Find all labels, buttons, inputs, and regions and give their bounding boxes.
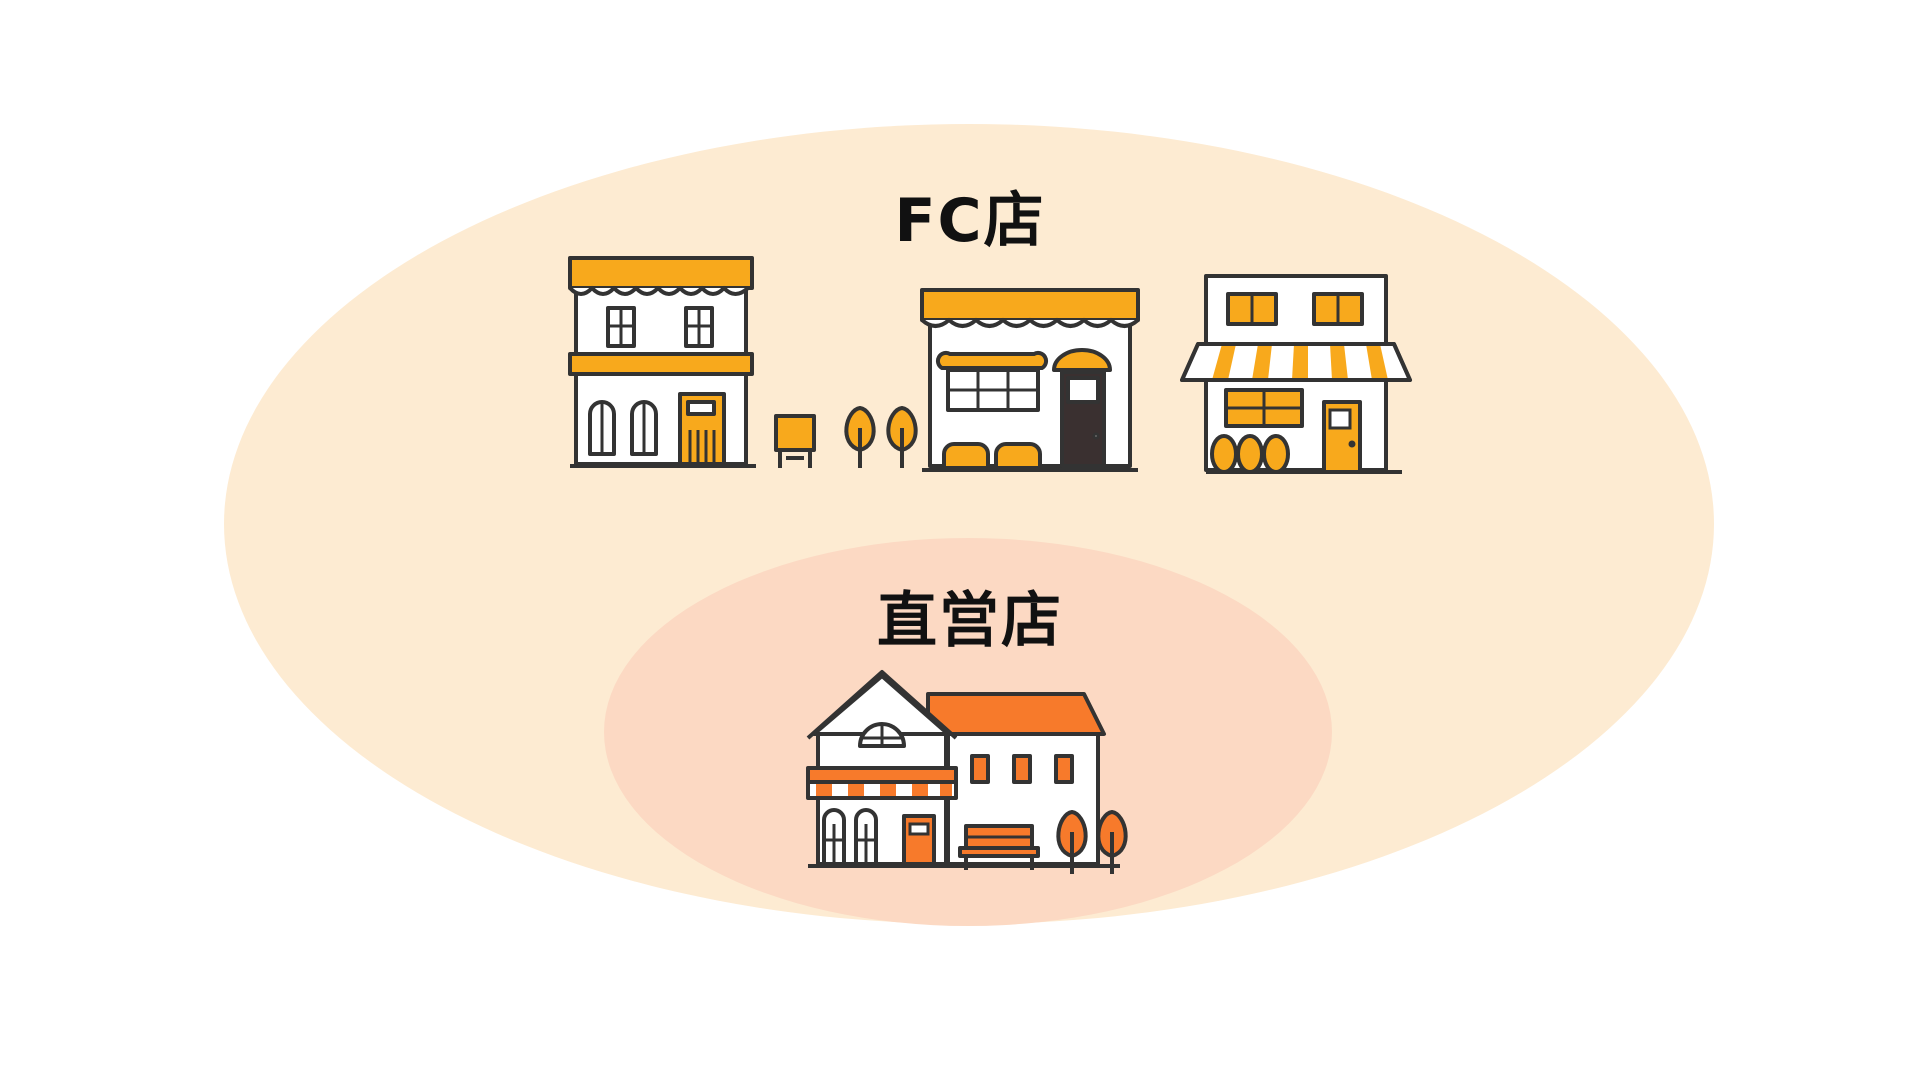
- signboard-icon: [772, 412, 818, 472]
- direct-store-label: 直営店: [877, 586, 1063, 656]
- bench-icon: [956, 822, 1042, 874]
- tree-icon: [840, 404, 926, 470]
- tree-icon: [1052, 808, 1136, 876]
- cafe-shop-icon: [918, 286, 1142, 476]
- store-awning-icon: [1176, 272, 1416, 478]
- shop-two-story-icon: [566, 254, 766, 474]
- fc-store-label: FC店: [894, 186, 1046, 256]
